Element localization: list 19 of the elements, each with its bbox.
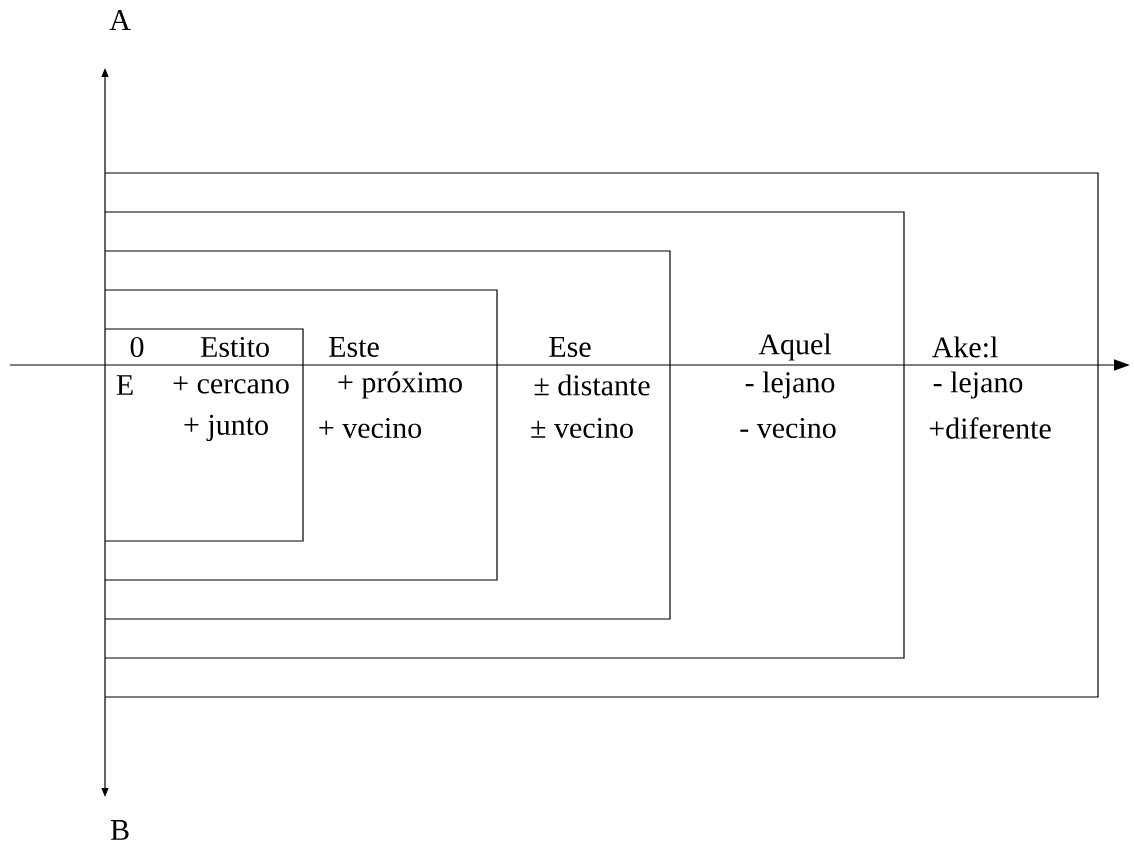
term-label: +diferente bbox=[929, 417, 1051, 439]
axis-label: A bbox=[109, 10, 131, 30]
term-label: Aquel bbox=[758, 333, 832, 361]
term-label: - lejano bbox=[745, 371, 835, 399]
term-label: - lejano bbox=[933, 371, 1023, 399]
term-label: 0 bbox=[130, 336, 144, 358]
term-label: - vecino bbox=[740, 417, 836, 439]
term-label: + vecino bbox=[319, 417, 422, 439]
term-label: ± vecino bbox=[531, 417, 633, 439]
axis-label: B bbox=[110, 820, 129, 840]
term-label: Ese bbox=[549, 337, 591, 357]
term-label: Este bbox=[329, 337, 379, 357]
term-label: ± distante bbox=[534, 374, 650, 396]
term-label: Estito bbox=[200, 336, 269, 358]
term-label: Ake:l bbox=[932, 336, 998, 358]
term-label: + próximo bbox=[338, 371, 462, 399]
term-label: + junto bbox=[184, 414, 268, 442]
term-label: E bbox=[116, 375, 133, 395]
term-label: + cercano bbox=[173, 376, 289, 394]
